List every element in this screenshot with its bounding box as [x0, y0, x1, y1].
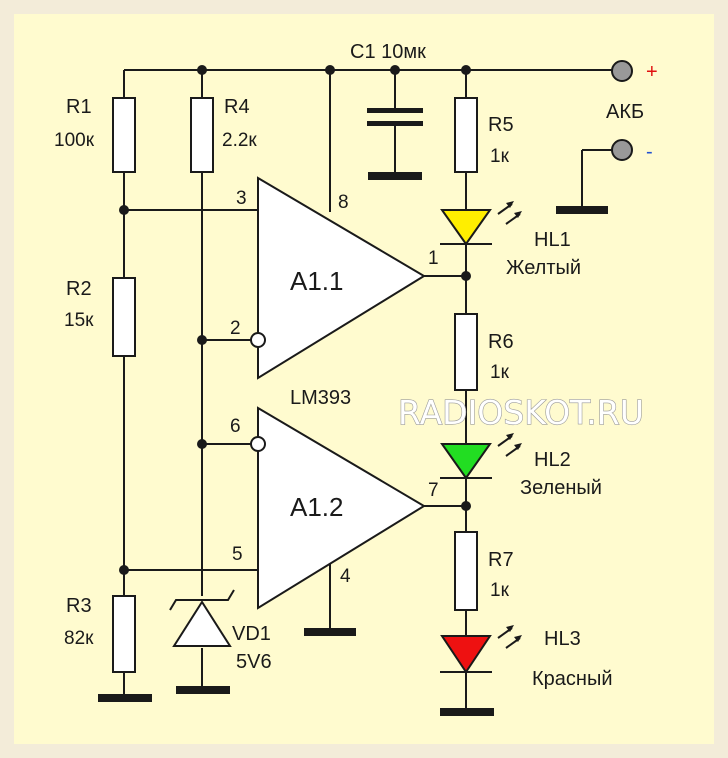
- pin-6: 6: [230, 416, 241, 437]
- resistor-r4: [190, 97, 214, 173]
- r7-value: 1к: [490, 580, 510, 601]
- ground-vd1: [176, 686, 230, 694]
- led-hl3-body: [440, 635, 492, 674]
- watermark: RADIOSKOT.RU: [398, 393, 644, 432]
- vd1-ref: VD1: [232, 623, 271, 645]
- r4-value: 2.2к: [222, 130, 257, 151]
- r4-ref: R4: [224, 96, 250, 118]
- resistor-r5: [454, 97, 478, 173]
- r7-ref: R7: [488, 549, 514, 571]
- r6-value: 1к: [490, 362, 510, 383]
- resistor-r6: [454, 313, 478, 391]
- hl1-color-name: Желтый: [506, 257, 581, 279]
- pin-8: 8: [338, 192, 349, 213]
- chip-label: LM393: [290, 387, 351, 409]
- led-hl3: [440, 625, 522, 674]
- a12-label: A1.2: [290, 492, 344, 522]
- hl3-color-name: Красный: [532, 668, 613, 690]
- r2-ref: R2: [66, 278, 92, 300]
- pin-2: 2: [230, 318, 241, 339]
- a11-label: A1.1: [290, 266, 344, 296]
- junction-dots: [119, 65, 471, 575]
- resistor-r2: [112, 277, 136, 357]
- hl3-ref: HL3: [544, 628, 581, 650]
- r3-value: 82к: [64, 628, 94, 649]
- battery-plus-sign: +: [646, 61, 658, 83]
- r5-ref: R5: [488, 114, 514, 136]
- hl1-ref: HL1: [534, 229, 571, 251]
- r2-value: 15к: [64, 310, 94, 331]
- pin-1: 1: [428, 248, 439, 269]
- resistor-r1: [112, 97, 136, 173]
- ground-battery-minus: [556, 206, 608, 214]
- inverting-input-bubble-pin6: [250, 436, 266, 452]
- hl2-color-name: Зеленый: [520, 477, 602, 499]
- led-hl2: [440, 433, 522, 480]
- inverting-input-bubble-pin2: [250, 332, 266, 348]
- zener-diode-vd1: [169, 589, 235, 647]
- hl2-ref: HL2: [534, 449, 571, 471]
- resistor-r3: [112, 595, 136, 673]
- led-hl1-body: [440, 209, 492, 246]
- pin-3: 3: [236, 188, 247, 209]
- led-hl1: [440, 201, 522, 246]
- ground-r3: [98, 694, 152, 702]
- comparator-a1-1: [257, 176, 426, 380]
- battery-label: АКБ: [606, 101, 644, 123]
- r5-value: 1к: [490, 146, 510, 167]
- comparator-a1-2: [257, 406, 426, 610]
- r1-value: 100к: [54, 130, 95, 151]
- resistor-r7: [454, 531, 478, 611]
- battery-minus-terminal: [611, 139, 633, 161]
- r1-ref: R1: [66, 96, 92, 118]
- pin-5: 5: [232, 544, 243, 565]
- pin-7: 7: [428, 480, 439, 501]
- capacitor-c1: [367, 108, 423, 180]
- battery-minus-sign: -: [646, 141, 653, 163]
- r3-ref: R3: [66, 595, 92, 617]
- c1-label: C1 10мк: [350, 41, 426, 63]
- battery-plus-terminal: [611, 60, 633, 82]
- pin-4: 4: [340, 566, 351, 587]
- r6-ref: R6: [488, 331, 514, 353]
- ground-hl3: [440, 708, 494, 716]
- vd1-value: 5V6: [236, 651, 272, 673]
- ground-pin4: [304, 628, 356, 636]
- led-hl2-body: [440, 443, 492, 480]
